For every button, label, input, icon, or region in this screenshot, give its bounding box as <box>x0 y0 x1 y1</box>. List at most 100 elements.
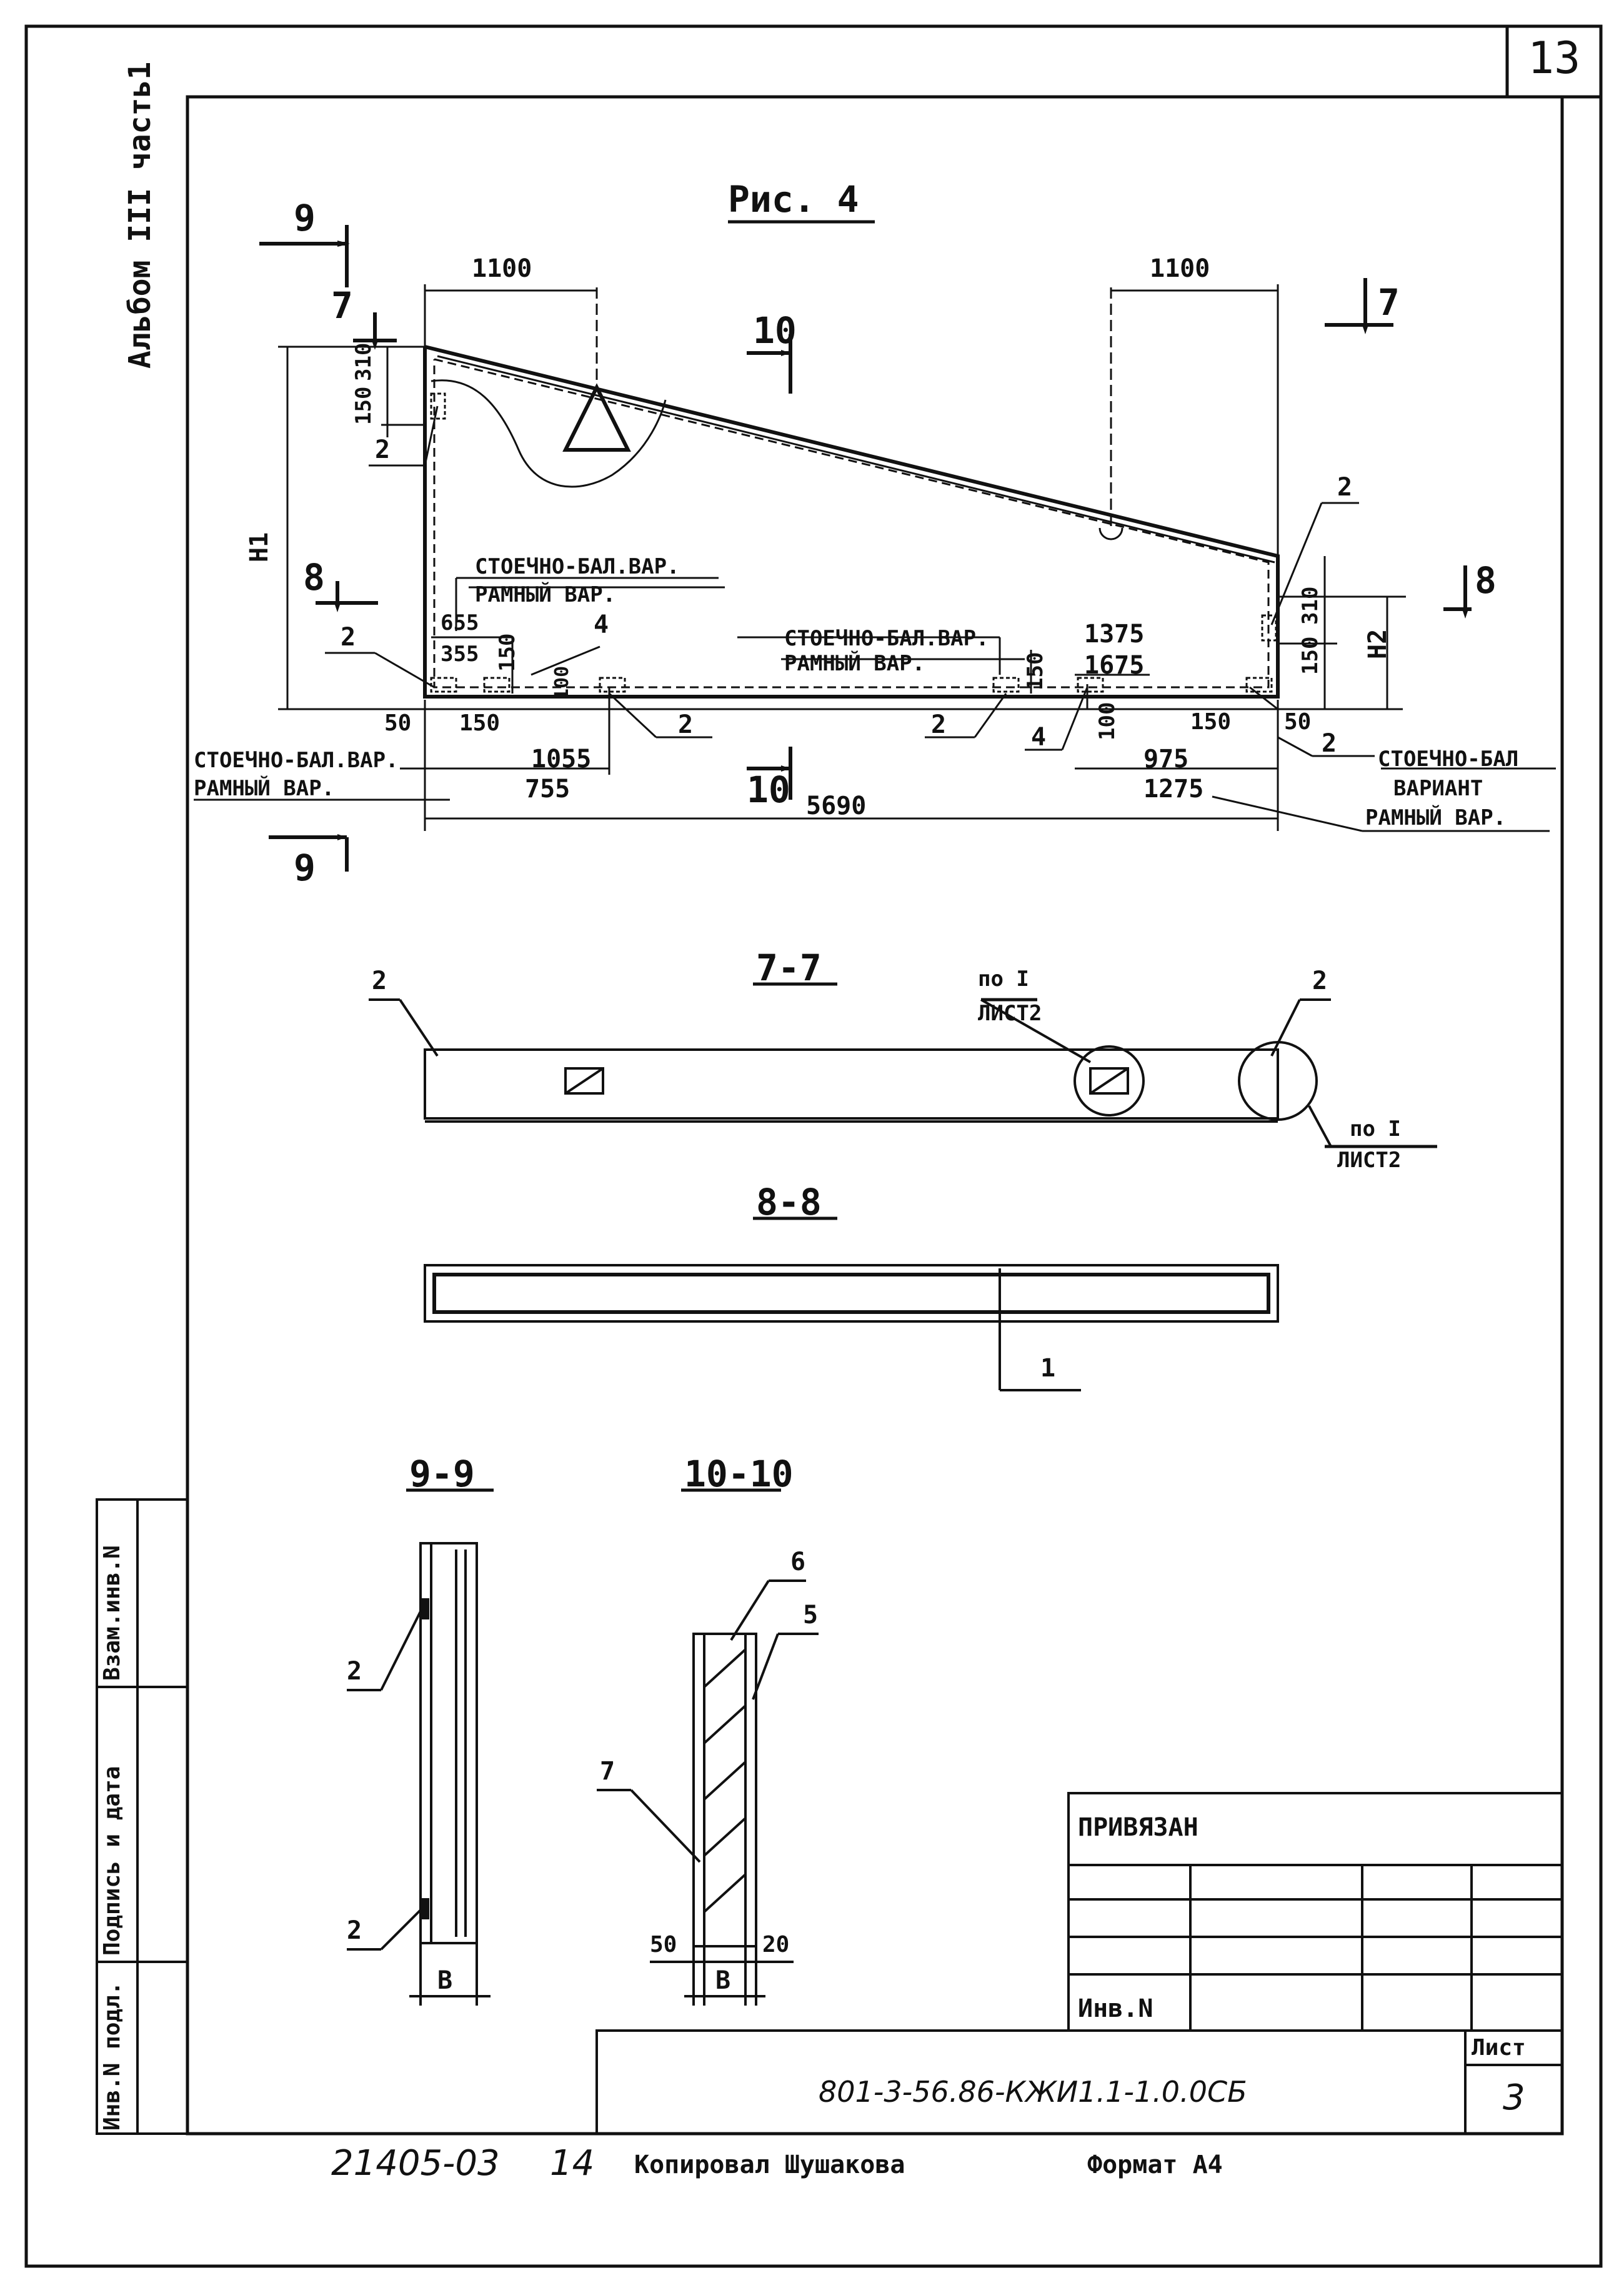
dim-1055: 1055 <box>531 745 592 773</box>
side-stamp-signature: Подпись и дата <box>99 1766 125 1956</box>
dim-100b: 100 <box>1095 702 1120 740</box>
cut-arrows <box>334 241 1468 840</box>
dim-310-left: 310 <box>351 342 376 381</box>
section-cut-markers <box>259 225 1472 872</box>
dim-50a: 50 <box>384 710 412 736</box>
note-frame-3: РАМНЫЙ ВАР. <box>194 776 335 801</box>
note-frame-1: РАМНЫЙ ВАР. <box>475 582 616 607</box>
dim-355: 355 <box>441 642 479 667</box>
dim-1675: 1675 <box>1084 651 1145 680</box>
section-7-7-mark-left: 2 <box>372 967 387 995</box>
cut-7-label-left: 7 <box>331 284 353 327</box>
marker-2: 2 <box>931 710 947 739</box>
section-7-7-ref1-bottom: ЛИСТ2 <box>978 1001 1042 1026</box>
marker-4: 4 <box>1031 723 1047 752</box>
elevation-breakout <box>431 287 1123 540</box>
section-8-8-mark: 1 <box>1040 1354 1056 1383</box>
dim-1275: 1275 <box>1143 775 1204 803</box>
section-7-7-drawing <box>369 998 1332 1147</box>
dim-150d: 150 <box>1190 709 1232 735</box>
title-inv: Инв.N <box>1078 1994 1153 2023</box>
section-10-10-mark-6: 6 <box>790 1548 806 1576</box>
dim-150c: 150 <box>1023 652 1048 690</box>
dim-150-left: 150 <box>351 386 376 425</box>
dim-150a: 150 <box>495 633 520 672</box>
page-number: 13 <box>1528 32 1581 84</box>
dim-5690: 5690 <box>806 792 867 820</box>
dim-310-right: 310 <box>1298 586 1323 625</box>
footer-copied: Копировал Шушакова <box>634 2151 905 2179</box>
dim-755: 755 <box>525 775 570 803</box>
marker-4: 4 <box>594 610 609 639</box>
section-9-9-mark-bottom: 2 <box>347 1916 362 1945</box>
figure-title: Рис. 4 <box>728 178 859 221</box>
section-8-8-title: 8-8 <box>756 1181 822 1223</box>
note-frame-2: РАМНЫЙ ВАР. <box>784 651 925 676</box>
section-10-10-width: В <box>715 1966 731 1995</box>
cut-9-label-top: 9 <box>294 197 316 239</box>
marker-2: 2 <box>1337 473 1353 502</box>
cut-7-label-right: 7 <box>1378 281 1400 324</box>
marker-2: 2 <box>375 435 391 464</box>
section-9-9-width: В <box>437 1966 453 1995</box>
cut-8-label-right: 8 <box>1475 559 1497 602</box>
title-bound: ПРИВЯЗАН <box>1078 1813 1198 1842</box>
section-10-10-drawing <box>597 1579 819 2006</box>
footer-format: Формат А4 <box>1087 2151 1223 2179</box>
title-sheet-number: 3 <box>1503 2077 1525 2118</box>
section-9-9-title: 9-9 <box>409 1453 475 1495</box>
side-stamp-grid <box>96 1498 189 2135</box>
marker-2: 2 <box>341 623 356 652</box>
note-post-beam-1: СТОЕЧНО-БАЛ.ВАР. <box>475 554 680 579</box>
album-label: Альбом III часть1 <box>122 61 157 369</box>
cut-10-label-bottom: 10 <box>747 768 790 811</box>
section-8-8-drawing <box>424 1264 1279 1391</box>
cut-8-label-left: 8 <box>303 556 325 599</box>
marker-2: 2 <box>678 710 694 739</box>
note-frame-4: РАМНЫЙ ВАР. <box>1365 805 1507 830</box>
title-sheet-label: Лист <box>1472 2035 1526 2061</box>
dim-975: 975 <box>1143 745 1189 773</box>
dim-h1: H1 <box>245 532 274 562</box>
section-7-7-ref1-top: по I <box>978 967 1029 992</box>
elevation-dimensions <box>278 284 1406 831</box>
leader-lines <box>194 405 1556 832</box>
side-stamp-replace: Взам.инв.N <box>99 1545 125 1681</box>
section-10-10-dim-50: 50 <box>650 1932 677 1957</box>
cut-10-label-top: 10 <box>753 309 797 352</box>
dim-150b: 150 <box>459 710 501 736</box>
section-7-7-mark-right: 2 <box>1312 967 1328 995</box>
section-10-10-mark-7: 7 <box>600 1757 615 1786</box>
cut-9-label-bottom: 9 <box>294 847 316 889</box>
note-post-beam-4: СТОЕЧНО-БАЛ <box>1378 747 1519 772</box>
section-10-10-title: 10-10 <box>684 1453 794 1495</box>
section-9-9-mark-top: 2 <box>347 1657 362 1686</box>
dim-right-top: 1100 <box>1150 254 1210 283</box>
side-stamp-inv: Инв.N подл. <box>99 1981 125 2131</box>
section-7-7-ref2-bottom: ЛИСТ2 <box>1337 1148 1402 1173</box>
note-variant-4: ВАРИАНТ <box>1393 776 1483 801</box>
dim-left-top: 1100 <box>472 254 532 283</box>
section-7-7-ref2-top: по I <box>1350 1117 1401 1142</box>
dim-150-right: 150 <box>1298 636 1323 675</box>
note-post-beam-3: СТОЕЧНО-БАЛ.ВАР. <box>194 748 399 773</box>
section-10-10-mark-5: 5 <box>803 1601 819 1629</box>
section-9-9-drawing <box>347 1542 491 2006</box>
dim-50b: 50 <box>1284 709 1312 735</box>
dim-1375: 1375 <box>1084 620 1145 649</box>
title-code: 801-3-56.86-КЖИ1.1-1.0.0СБ <box>819 2075 1247 2109</box>
section-7-7-title: 7-7 <box>756 947 822 989</box>
elevation-outline <box>423 345 1280 699</box>
title-underlines <box>406 220 1437 1492</box>
dim-655: 655 <box>441 610 479 635</box>
dim-100a: 100 <box>551 665 573 700</box>
note-post-beam-2: СТОЕЧНО-БАЛ.ВАР. <box>784 626 989 651</box>
footer-number: 21405-03 <box>331 2143 500 2184</box>
marker-2: 2 <box>1322 729 1337 758</box>
footer-number-2: 14 <box>550 2143 595 2184</box>
dim-h2: H2 <box>1363 629 1392 659</box>
elevation-inner <box>433 355 1275 689</box>
section-10-10-dim-20: 20 <box>762 1932 790 1957</box>
